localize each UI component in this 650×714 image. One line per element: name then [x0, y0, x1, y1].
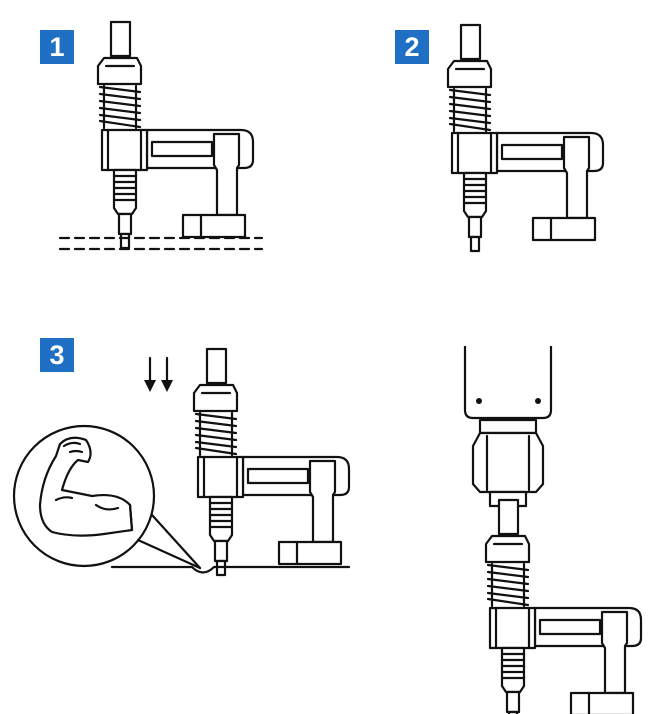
hex-adapter	[473, 433, 543, 492]
down-arrows-icon	[144, 358, 173, 392]
clamp-panel-1	[60, 20, 262, 249]
clamp-panel-4-mounted	[465, 346, 643, 714]
work-surface	[112, 567, 349, 573]
clamp-panel-3	[14, 347, 351, 577]
flexed-arm-icon	[14, 426, 200, 568]
clamp-panel-2	[446, 23, 605, 253]
step-3-badge: 3	[40, 338, 74, 372]
step-1-badge: 1	[40, 30, 74, 64]
mounting-plate	[465, 346, 551, 418]
step-2-badge: 2	[395, 30, 429, 64]
